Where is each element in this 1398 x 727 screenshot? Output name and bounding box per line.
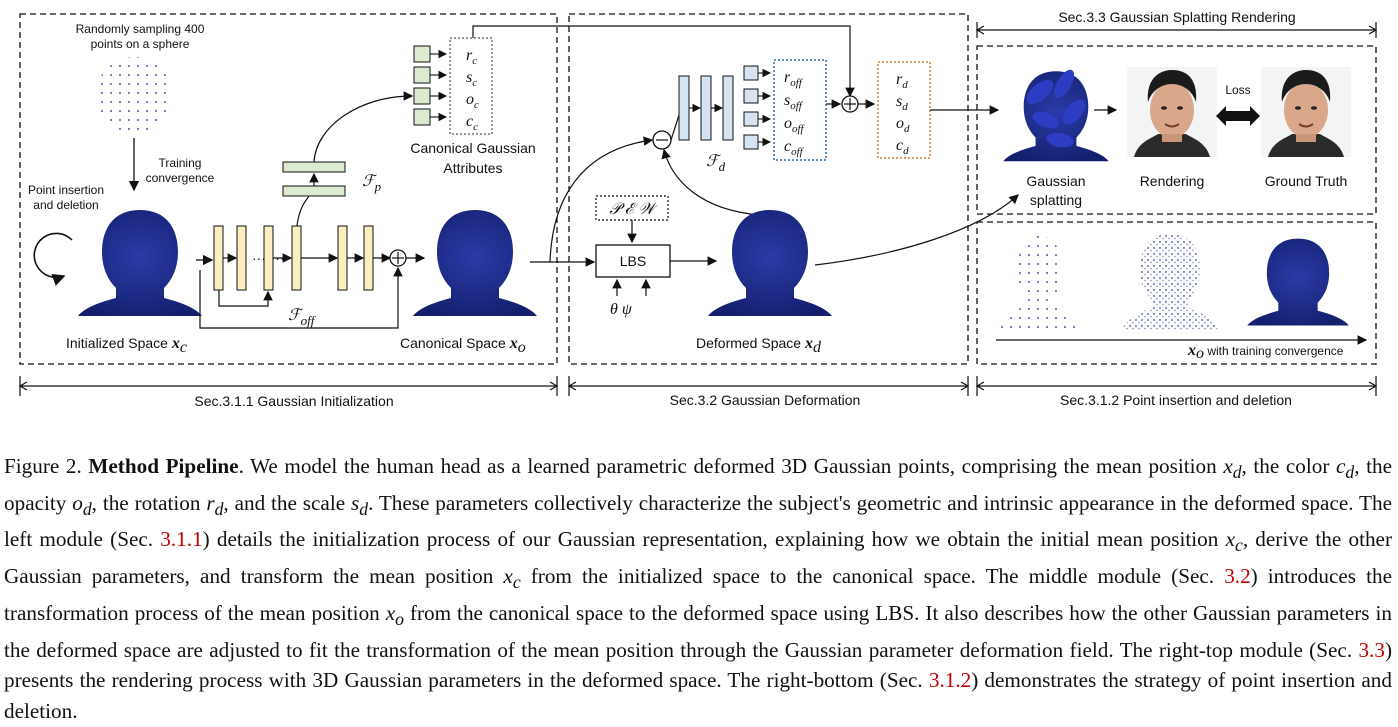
svg-text:coff: coff xyxy=(784,138,805,158)
svg-text:rc: rc xyxy=(466,47,477,67)
training-label-2: convergence xyxy=(146,171,215,185)
render-module-box xyxy=(976,45,1377,215)
loss-arrow xyxy=(1216,106,1260,126)
sec-def-label: Sec.3.2 Gaussian Deformation xyxy=(670,392,861,408)
offset-mlp-layer-2 xyxy=(236,225,247,291)
sec-init-label: Sec.3.1.1 Gaussian Initialization xyxy=(194,393,393,409)
svg-text:soff: soff xyxy=(784,92,804,112)
f-p-label: ℱp xyxy=(362,173,382,194)
ref-sec-33[interactable]: 3.3 xyxy=(1358,637,1385,662)
svg-text:rd: rd xyxy=(896,71,908,91)
lbs-label: LBS xyxy=(620,253,646,269)
fp-layer-2 xyxy=(282,161,346,173)
gaussian-splat-head xyxy=(1003,69,1109,162)
canonical-head xyxy=(413,210,537,316)
svg-text:roff: roff xyxy=(784,69,804,89)
offset-mlp-layer-5 xyxy=(337,225,348,291)
sec-pid-span xyxy=(975,376,1378,396)
canonical-attr-box xyxy=(449,37,493,135)
pipeline-figure: Sec.3.3 Gaussian Splatting Rendering Ran… xyxy=(18,8,1378,409)
f-off-label: ℱoff xyxy=(288,307,317,328)
sec-gsr-label: Sec.3.3 Gaussian Splatting Rendering xyxy=(1058,9,1295,25)
caption-title: Method Pipeline xyxy=(88,454,239,478)
svg-text:oc: oc xyxy=(466,91,479,111)
ground-truth-image xyxy=(1260,66,1352,158)
svg-text:od: od xyxy=(896,115,910,135)
deformed-head xyxy=(708,210,832,316)
medium-points-head xyxy=(1122,234,1218,330)
sampling-note-2: points on a sphere xyxy=(91,37,190,51)
rendering-image xyxy=(1126,66,1218,158)
offset-mlp-layer-3 xyxy=(263,225,274,291)
ref-sec-312[interactable]: 3.1.2 xyxy=(928,668,972,693)
sec-pid-label: Sec.3.1.2 Point insertion and deletion xyxy=(1060,392,1292,408)
offset-mlp-layer-4 xyxy=(291,225,302,291)
insertion-module-box xyxy=(976,221,1377,365)
offset-attr-box xyxy=(773,59,827,161)
insertion-label-1: Point insertion xyxy=(28,183,104,197)
ref-sec-32[interactable]: 3.2 xyxy=(1224,564,1251,589)
insertion-label-2: and deletion xyxy=(33,198,98,212)
cycle-arrow xyxy=(33,232,73,286)
sec-init-span xyxy=(18,376,559,396)
fd-layer-3 xyxy=(722,75,734,141)
fp-layer-1 xyxy=(282,185,346,197)
pew-box xyxy=(595,195,669,221)
svg-text:cd: cd xyxy=(896,137,909,157)
svg-text:sc: sc xyxy=(466,69,477,89)
pew-label: 𝒫 ℰ 𝒲 xyxy=(609,201,659,218)
gaussian-splatting-label-1: Gaussian xyxy=(1026,173,1085,189)
sec-def-span xyxy=(567,376,970,396)
figure-caption: Figure 2. Method Pipeline. We model the … xyxy=(4,454,1393,723)
lbs-box xyxy=(595,244,671,278)
f-d-label: ℱd xyxy=(706,153,726,174)
sphere-points xyxy=(96,57,172,133)
rendering-label: Rendering xyxy=(1140,173,1205,189)
theta-psi-label: θ ψ xyxy=(610,301,633,318)
caption-label: Figure 2. xyxy=(4,454,82,478)
sparse-points-head xyxy=(998,236,1080,328)
svg-text:cc: cc xyxy=(466,113,478,133)
offset-mlp-layer-6 xyxy=(363,225,374,291)
canonical-attr-label-1: Canonical Gaussian xyxy=(410,140,535,156)
gaussian-splatting-label-2: splatting xyxy=(1030,192,1082,208)
fd-layer-1 xyxy=(678,75,690,141)
dense-points-head xyxy=(1247,238,1349,326)
deformed-space-label: Deformed Space xd xyxy=(696,335,822,356)
sampling-note-1: Randomly sampling 400 xyxy=(76,22,205,36)
svg-text:ooff: ooff xyxy=(784,115,806,135)
ground-truth-label: Ground Truth xyxy=(1265,173,1348,189)
initialized-space-label: Initialized Space xc xyxy=(66,335,187,356)
fd-layer-2 xyxy=(700,75,712,141)
x0-convergence-label: xo with training convergence xyxy=(1187,342,1344,362)
training-label-1: Training xyxy=(159,156,202,170)
initialized-head xyxy=(78,210,202,316)
init-module-box xyxy=(19,13,558,365)
canonical-space-label: Canonical Space xo xyxy=(400,335,526,356)
offset-mlp-layer-1 xyxy=(213,225,224,291)
svg-text:sd: sd xyxy=(896,93,908,113)
canonical-attr-label-2: Attributes xyxy=(443,160,502,176)
ref-sec-311[interactable]: 3.1.1 xyxy=(160,527,203,552)
loss-label: Loss xyxy=(1225,83,1250,97)
